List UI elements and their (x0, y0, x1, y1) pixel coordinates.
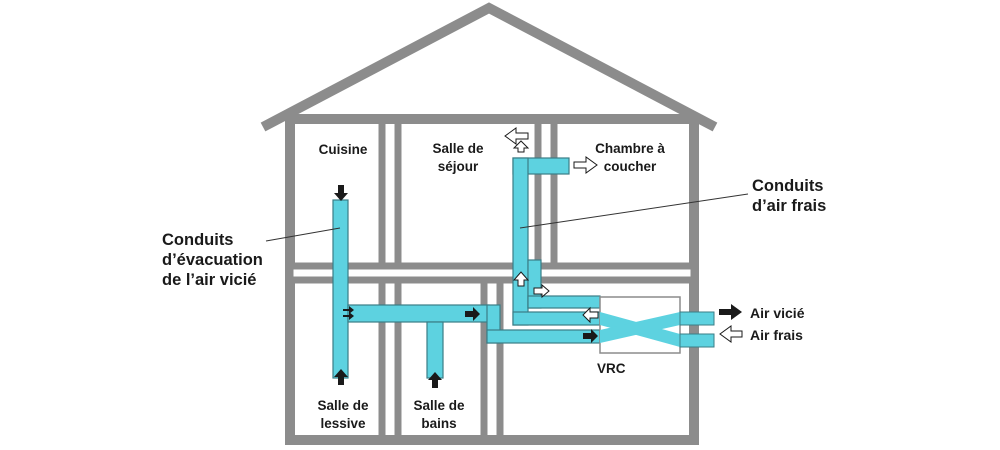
fresh-duct-vertical (512, 157, 529, 326)
arrow-right-icon (583, 329, 598, 343)
legend-stale-air-text: Air vicié (750, 305, 805, 321)
room-sejour-line2: séjour (437, 159, 479, 174)
vrc-outlet-upper (679, 311, 715, 326)
room-bains-line1: Salle de (413, 398, 465, 413)
legend-stale-air: Air vicié (750, 304, 804, 322)
legend-fresh-air: Air frais (750, 326, 803, 344)
legend-arrow-stale-icon (719, 304, 742, 320)
arrow-right-icon (533, 283, 550, 299)
callout-frais-line1: Conduits (752, 177, 824, 195)
wall-lower-mid (480, 274, 504, 444)
arrow-up-icon (334, 369, 348, 385)
arrow-down-icon (334, 185, 348, 201)
room-chambre-line2: coucher (603, 159, 657, 174)
room-chambre-line1: Chambre à (595, 141, 665, 156)
vrc-exchange-2 (600, 312, 680, 343)
arrow-right-icon (465, 307, 480, 321)
room-cuisine-text: Cuisine (318, 142, 368, 157)
arrow-up-icon (428, 372, 442, 388)
vrc-inlet-lower (679, 333, 715, 348)
room-label-lessive: Salle de lessive (298, 397, 388, 433)
room-sejour-line1: Salle de (432, 141, 484, 156)
exhaust-ducts (332, 199, 601, 379)
arrow-up-icon (512, 140, 530, 153)
callout-evacuation: Conduits d’évacuation de l’air vicié (162, 230, 263, 290)
arrow-right-icon (343, 312, 354, 320)
arrow-left-icon (582, 306, 599, 324)
room-lessive-line1: Salle de (317, 398, 369, 413)
callout-evacuation-line1: Conduits (162, 231, 234, 249)
arrow-up-icon (512, 271, 530, 287)
callout-evacuation-line2: d’évacuation (162, 251, 263, 269)
room-label-cuisine: Cuisine (298, 141, 388, 159)
room-label-sejour: Salle de séjour (412, 140, 504, 176)
arrow-right-icon (573, 156, 598, 174)
exhaust-duct-vertical (332, 199, 349, 379)
vrc-unit (599, 296, 715, 354)
house-roof (260, 2, 718, 132)
room-label-chambre: Chambre à coucher (580, 140, 680, 176)
vrc-label-text: VRC (597, 361, 626, 376)
floor-slab (286, 262, 698, 284)
fresh-duct-branch (527, 295, 601, 309)
exhaust-duct-bains (426, 321, 444, 379)
fresh-air-arrows (504, 127, 743, 343)
arrow-right-icon (343, 306, 354, 314)
legend-fresh-air-text: Air frais (750, 327, 803, 343)
arrow-left-icon (504, 127, 529, 145)
stale-air-arrows (334, 185, 742, 388)
callout-line-frais (519, 193, 749, 229)
wall-upper-right (534, 114, 558, 272)
vrc-label: VRC (597, 360, 643, 378)
room-label-bains: Salle de bains (394, 397, 484, 433)
room-bains-line2: bains (421, 416, 457, 431)
callout-line-evacuation (265, 227, 341, 242)
room-lessive-line2: lessive (320, 416, 366, 431)
callout-frais-line2: d’air frais (752, 197, 827, 215)
legend-arrow-fresh-icon (719, 325, 743, 343)
callout-evacuation-line3: de l’air vicié (162, 271, 257, 289)
callout-frais: Conduits d’air frais (752, 176, 826, 216)
